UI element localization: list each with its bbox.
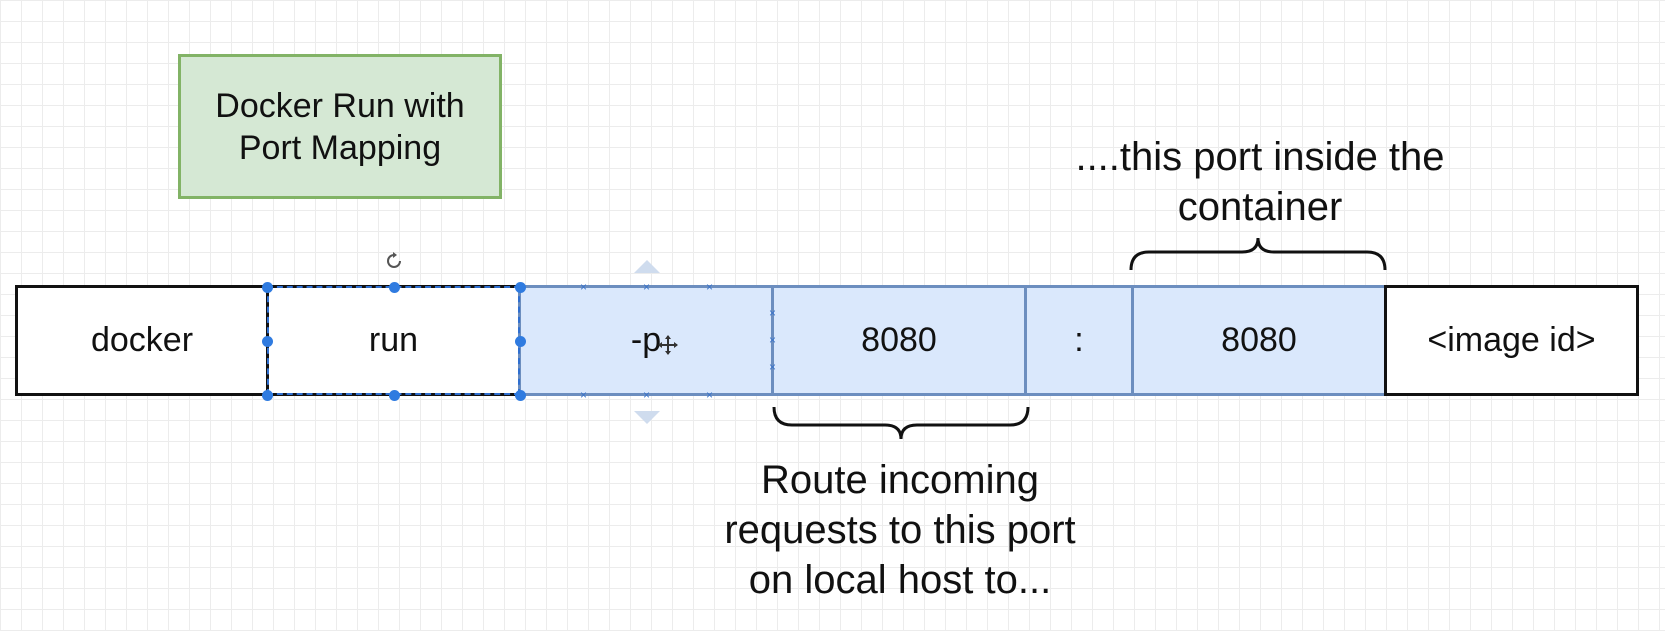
segment-docker-label: docker xyxy=(90,321,194,359)
container-port-annotation[interactable]: ....this port inside the container xyxy=(1075,132,1445,232)
connection-point-icon: × xyxy=(706,280,714,294)
resize-handle-right[interactable] xyxy=(515,336,526,347)
segment-colon[interactable]: : xyxy=(1024,285,1134,396)
container-port-annotation-text: ....this port inside the container xyxy=(1075,135,1445,229)
move-down-arrow-icon[interactable] xyxy=(634,411,660,424)
connection-point-icon: × xyxy=(769,306,777,320)
segment-port-flag-label: -p xyxy=(630,321,662,359)
segment-run-label: run xyxy=(368,321,419,359)
resize-handle-left[interactable] xyxy=(262,336,273,347)
connection-point-icon: × xyxy=(769,360,777,374)
segment-colon-label: : xyxy=(1074,321,1084,359)
diagram-title-box[interactable]: Docker Run with Port Mapping xyxy=(178,54,502,199)
resize-handle-top[interactable] xyxy=(389,282,400,293)
segment-host-port[interactable]: 8080 xyxy=(771,285,1027,396)
segment-image-id[interactable]: <image id> xyxy=(1384,285,1639,396)
connection-point-icon: × xyxy=(580,388,588,402)
move-cursor-icon xyxy=(658,335,678,355)
container-port-brace xyxy=(1129,237,1387,271)
segment-port-flag[interactable]: -p xyxy=(518,285,774,396)
connection-point-icon: × xyxy=(580,280,588,294)
host-port-annotation-text: Route incoming requests to this port on … xyxy=(724,458,1076,602)
segment-host-port-label: 8080 xyxy=(861,321,937,359)
connection-point-icon: × xyxy=(706,388,714,402)
segment-docker[interactable]: docker xyxy=(15,285,269,396)
segment-container-port[interactable]: 8080 xyxy=(1131,285,1387,396)
segment-container-port-label: 8080 xyxy=(1221,321,1297,359)
resize-handle-top-right[interactable] xyxy=(515,282,526,293)
move-up-arrow-icon[interactable] xyxy=(634,260,660,273)
resize-handle-bottom-right[interactable] xyxy=(515,390,526,401)
connection-point-icon: × xyxy=(769,333,777,347)
resize-handle-top-left[interactable] xyxy=(262,282,273,293)
resize-handle-bottom-left[interactable] xyxy=(262,390,273,401)
connection-point-icon: × xyxy=(643,280,651,294)
host-port-annotation[interactable]: Route incoming requests to this port on … xyxy=(703,455,1097,605)
resize-handle-bottom[interactable] xyxy=(389,390,400,401)
rotate-icon[interactable] xyxy=(384,251,404,271)
segment-run[interactable]: run xyxy=(266,285,521,396)
segment-image-id-label: <image id> xyxy=(1427,321,1596,359)
host-port-brace xyxy=(772,406,1030,440)
connection-point-icon: × xyxy=(643,388,651,402)
diagram-title: Docker Run with Port Mapping xyxy=(215,86,465,167)
